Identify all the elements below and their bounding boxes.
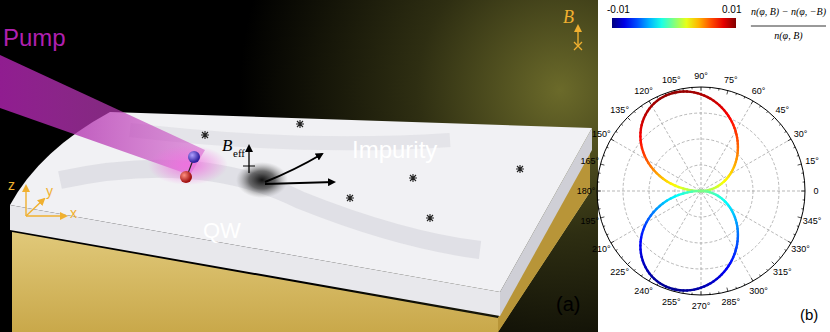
- angle-label: 315°: [773, 268, 792, 277]
- impurity-label: Impurity: [352, 138, 437, 162]
- angle-label: 150°: [592, 129, 611, 138]
- polar-frame: [597, 87, 805, 295]
- angle-label: 330°: [791, 244, 810, 253]
- angle-label: 60°: [752, 87, 766, 96]
- angle-label: 225°: [610, 268, 629, 277]
- angle-label: 195°: [581, 216, 600, 225]
- pump-label: Pump: [3, 26, 66, 50]
- angle-label: 15°: [805, 157, 819, 166]
- formula-numerator: n(φ, B) − n(φ, −B): [751, 7, 826, 17]
- axis-label: x: [70, 206, 77, 220]
- angle-label: 240°: [634, 286, 653, 295]
- angle-label: 300°: [749, 286, 768, 295]
- angle-label: 165°: [581, 157, 600, 166]
- fraction-bar: [751, 26, 826, 27]
- beff-subscript: eff: [233, 148, 245, 159]
- angle-label: 180°: [577, 187, 596, 196]
- colorbar: [612, 18, 736, 28]
- field-label: B: [563, 8, 574, 26]
- angle-label: 270°: [692, 302, 711, 311]
- polar-ticks: [597, 87, 805, 295]
- angle-label: 210°: [592, 244, 611, 253]
- angle-label: 75°: [724, 75, 738, 84]
- colorbar-tick: -0.01: [607, 5, 630, 15]
- qw-label: QW: [203, 220, 241, 242]
- angle-label: 135°: [610, 105, 629, 114]
- angle-label: 345°: [803, 216, 822, 225]
- panel-label: (b): [800, 307, 818, 322]
- polar-curve: [640, 91, 738, 290]
- panel-label: (a): [556, 294, 580, 314]
- axis-label: y: [46, 184, 53, 198]
- angle-label: 255°: [662, 298, 681, 307]
- angle-label: 0: [813, 187, 818, 196]
- polar-grid: [597, 87, 805, 295]
- angle-label: 30°: [794, 129, 808, 138]
- angle-label: 90°: [694, 72, 708, 81]
- formula-denominator: n(φ, B): [774, 31, 802, 41]
- beff-label: B: [222, 137, 232, 154]
- angle-label: 105°: [662, 75, 681, 84]
- axis-label: z: [8, 178, 15, 192]
- colorbar-tick: 0.01: [722, 5, 741, 15]
- angle-label: 45°: [776, 105, 790, 114]
- angle-label: 120°: [634, 87, 653, 96]
- angle-label: 285°: [721, 298, 740, 307]
